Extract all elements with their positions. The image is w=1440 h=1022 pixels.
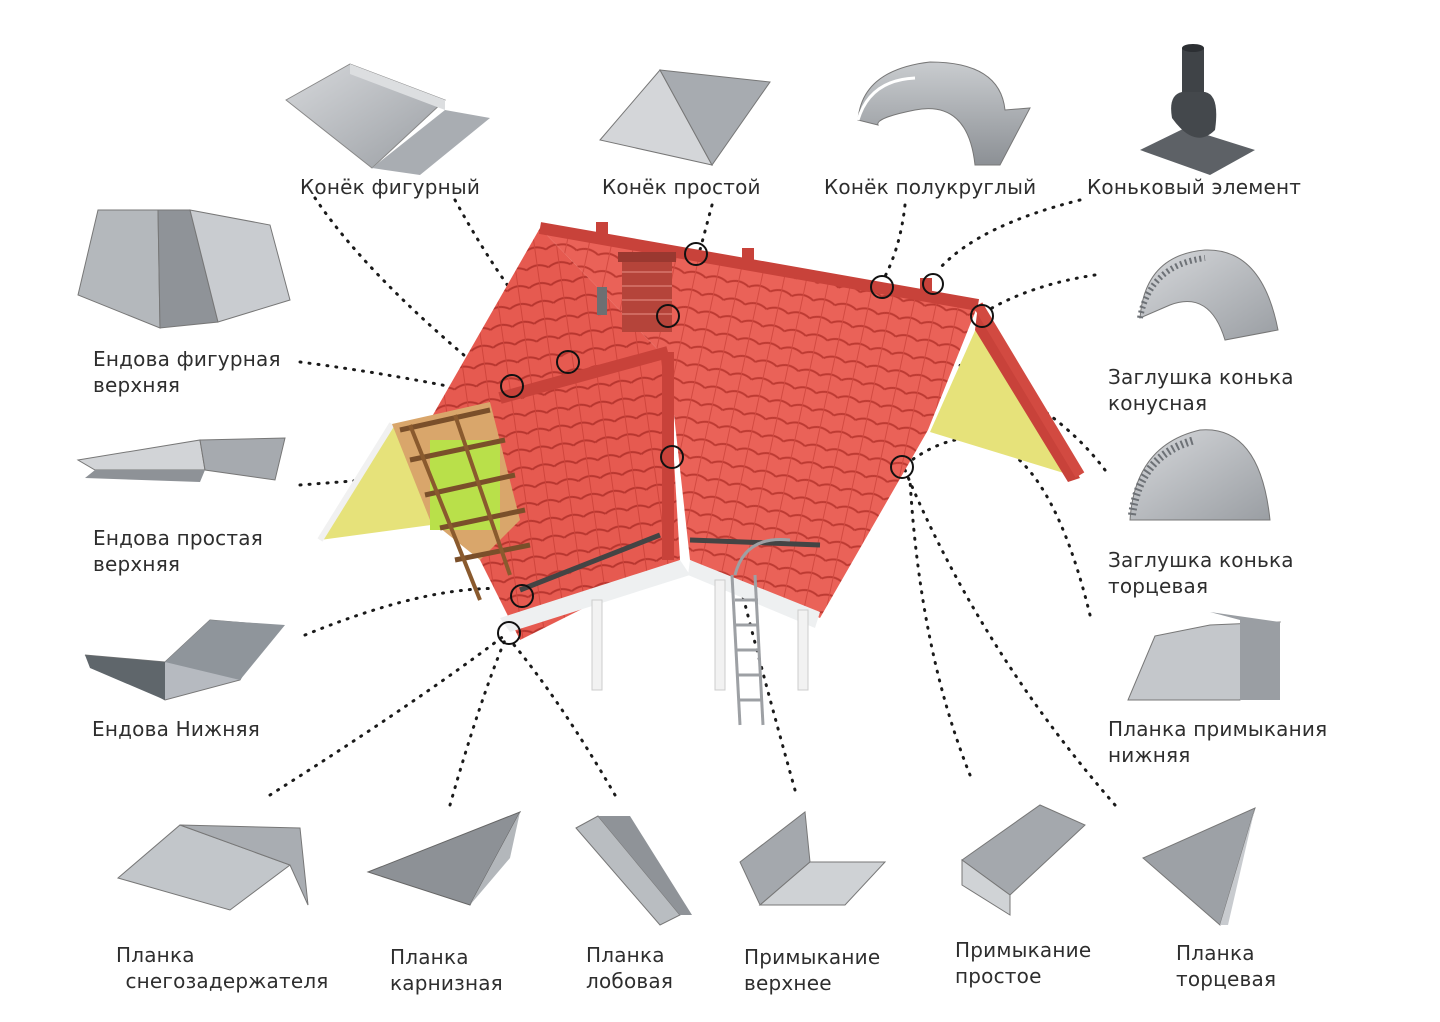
label-line: Планка [390,945,469,969]
label-line: Заглушка конька [1108,548,1294,572]
label-end-strip: Планка торцевая [1176,940,1276,992]
label-line: торцевая [1108,574,1209,598]
end-strip-icon [1142,807,1256,926]
label-eaves-strip: Планка карнизная [390,944,503,996]
abutment-simple-icon [961,804,1086,916]
label-abutment-strip-lower: Планка примыкания нижняя [1108,716,1327,768]
label-front-strip: Планка лобовая [586,942,673,994]
snow-guard-strip-icon [116,824,309,911]
label-line: торцевая [1176,967,1277,991]
label-line: верхняя [93,373,181,397]
eaves-strip-icon [366,811,522,906]
ridge-figured-icon [285,63,490,175]
ridge-vent-element-icon [1140,44,1255,175]
label-ridge-cap-end: Заглушка конька торцевая [1108,547,1294,599]
label-line: лобовая [586,969,674,993]
label-line: конусная [1108,391,1208,415]
valley-figured-icon [77,209,291,329]
label-snow-guard-strip: Планка снегозадержателя [112,942,342,994]
label-ridge-simple: Конёк простой [602,175,761,199]
label-line: карнизная [390,971,503,995]
label-ridge-element: Коньковый элемент [1087,175,1302,199]
label-ridge-cap-conical: Заглушка конька конусная [1108,364,1294,416]
label-valley-lower: Ендова Нижняя [92,717,260,741]
ridge-cap-conical-icon [1137,249,1279,341]
label-line: простое [955,964,1042,988]
label-line: верхнее [744,971,832,995]
label-line: Планка [586,943,665,967]
label-line: Примыкание [955,938,1092,962]
label-abutment-simple: Примыкание простое [955,937,1091,989]
abutment-strip-lower-icon [1127,612,1281,701]
ridge-simple-icon [599,69,771,166]
label-line: Ендова фигурная [93,347,281,371]
roof-house-icon [317,222,1085,726]
label-valley-simple-upper: Ендова простая верхняя [93,525,263,577]
label-valley-figured-upper: Ендова фигурная верхняя [93,346,281,398]
front-strip-icon [575,815,692,926]
label-line: Планка [1176,941,1255,965]
label-line: верхняя [93,552,181,576]
label-abutment-upper: Примыкание верхнее [744,944,880,996]
ridge-cap-end-icon [1128,429,1271,521]
label-line: Примыкание [744,945,881,969]
valley-lower-icon [84,619,285,701]
label-line: Планка [116,943,195,967]
valley-simple-icon [76,437,286,482]
label-line: нижняя [1108,743,1191,767]
label-ridge-semicircular: Конёк полукруглый [824,175,1037,199]
label-line: Ендова простая [93,526,263,550]
ridge-semicircular-icon [856,61,1031,166]
label-line: Заглушка конька [1108,365,1294,389]
abutment-upper-icon [739,811,887,906]
label-ridge-figured: Конёк фигурный [300,175,481,199]
label-line: Планка примыкания [1108,717,1328,741]
label-line: снегозадержателя [125,969,329,993]
